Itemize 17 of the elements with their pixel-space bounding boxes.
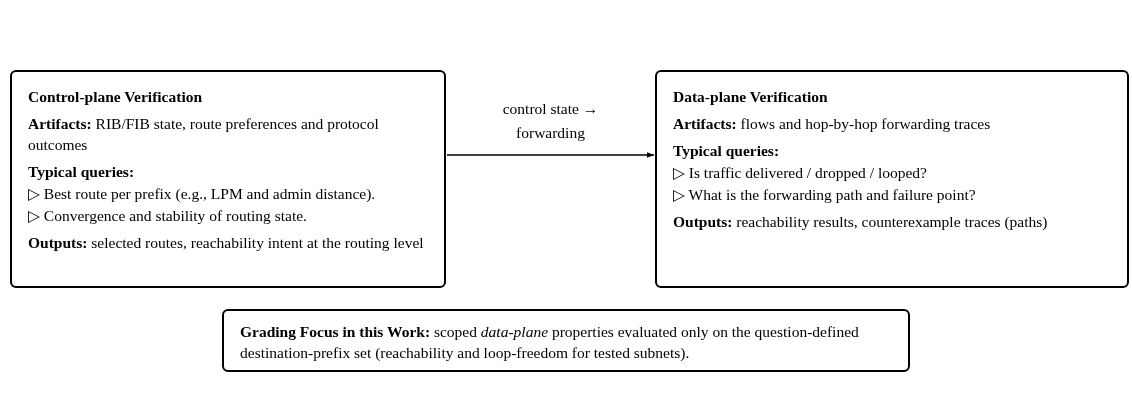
arrow xyxy=(446,152,655,158)
paragraph: Outputs: selected routes, reachability intent at the routing level xyxy=(28,233,425,253)
section-heading: Typical queries: xyxy=(673,141,781,161)
box-heading: Data-plane Verification xyxy=(673,87,829,107)
paragraph: Outputs: reachability results, counterexample traces (paths) xyxy=(673,212,1049,232)
bullet-item: ▷ What is the forwarding path and failure point? xyxy=(673,185,977,205)
paragraph: Artifacts: RIB/FIB state, route preferences and protocol outcomes xyxy=(28,114,380,155)
note-box xyxy=(222,309,910,372)
section-heading: Typical queries: xyxy=(28,162,136,182)
paragraph: Grading Focus in this Work: scoped data-plane properties evaluated only on the question-defined destination-prefix set (reachability and loop-freedom for tested subnets). xyxy=(240,322,860,363)
bullet-item: ▷ Best route per prefix (e.g., LPM and admin distance). xyxy=(28,184,377,204)
process-box xyxy=(10,70,446,288)
paragraph: Artifacts: flows and hop-by-hop forwarding traces xyxy=(673,114,992,134)
box-heading: Control-plane Verification xyxy=(28,87,204,107)
bullet-item: ▷ Convergence and stability of routing state. xyxy=(28,206,308,226)
bullet-item: ▷ Is traffic delivered / dropped / looped? xyxy=(673,163,928,183)
process-box xyxy=(655,70,1129,288)
